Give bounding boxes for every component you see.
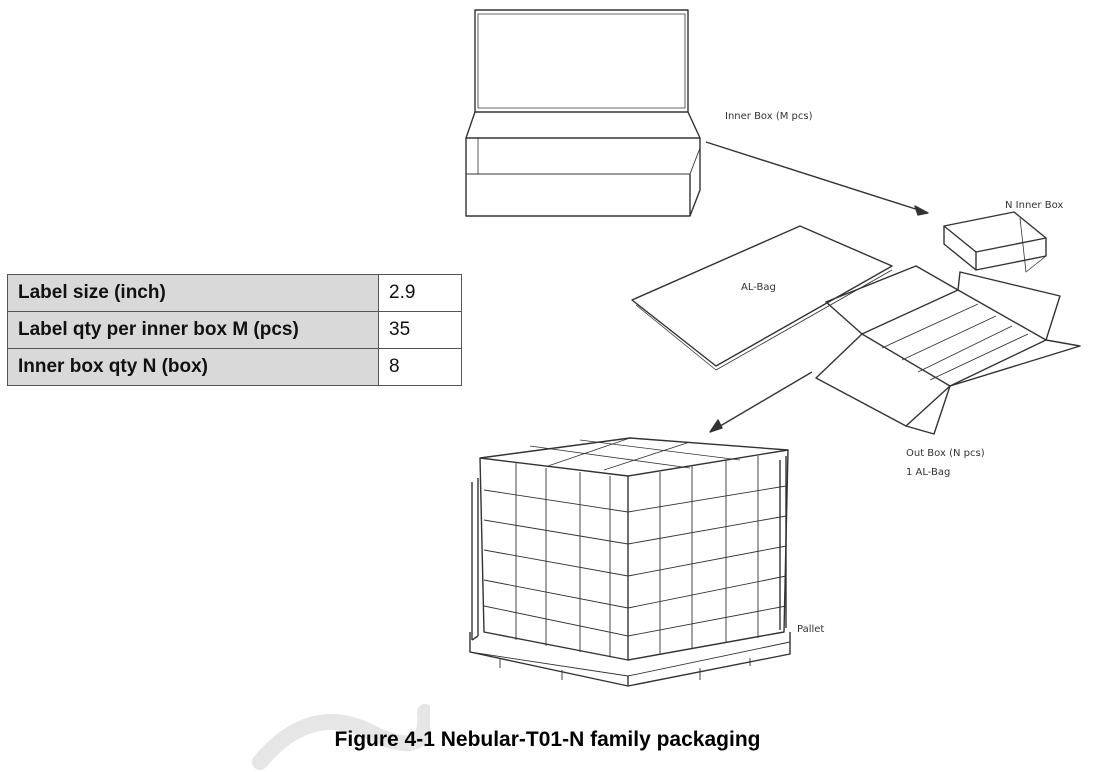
al-bag-label: AL-Bag	[741, 282, 776, 293]
arrow-inner-to-n-boxes	[705, 141, 929, 214]
out-box-label: Out Box (N pcs)	[906, 448, 985, 459]
row-label: Inner box qty N (box)	[7, 348, 379, 386]
out-box-illustration	[815, 265, 1081, 435]
row-value: 35	[378, 311, 462, 349]
table-row: Label qty per inner box M (pcs) 35	[7, 311, 462, 349]
al-bag-illustration	[631, 225, 893, 371]
row-value: 8	[378, 348, 462, 386]
out-box-al-bag-label: 1 AL-Bag	[906, 467, 951, 478]
pallet-label: Pallet	[797, 624, 825, 635]
inner-box-label: Inner Box (M pcs)	[725, 111, 813, 122]
n-inner-box-label: N Inner Box	[1005, 200, 1064, 211]
row-label: Label size (inch)	[7, 274, 379, 312]
row-label: Label qty per inner box M (pcs)	[7, 311, 379, 349]
packaging-spec-table: Label size (inch) 2.9 Label qty per inne…	[7, 274, 462, 386]
figure-caption: Figure 4-1 Nebular-T01-N family packagin…	[334, 728, 761, 751]
pallet-illustration	[469, 437, 791, 687]
n-inner-box-illustration	[943, 211, 1047, 273]
watermark	[252, 704, 430, 770]
inner-box-illustration	[465, 9, 701, 217]
table-row: Label size (inch) 2.9	[7, 274, 462, 312]
arrow-outbox-to-pallet	[709, 371, 813, 433]
row-value: 2.9	[378, 274, 462, 312]
table-row: Inner box qty N (box) 8	[7, 348, 462, 386]
